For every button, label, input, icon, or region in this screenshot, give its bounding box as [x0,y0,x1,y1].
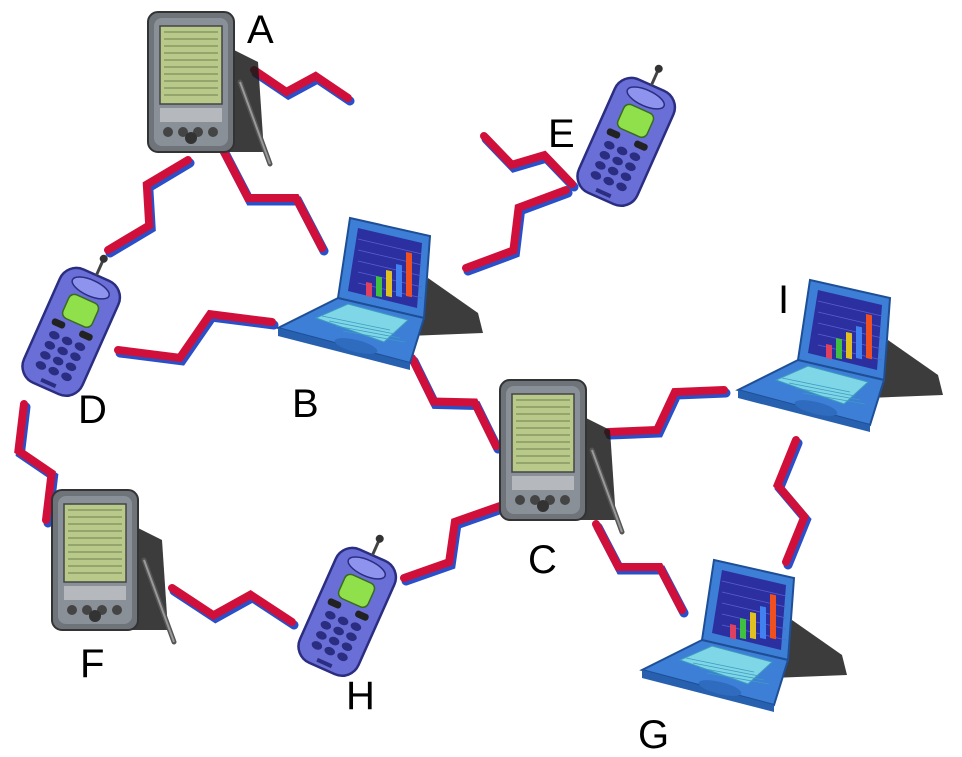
device-phone-e [576,64,677,207]
label-node-g: G [638,713,670,757]
device-laptop-i [735,278,943,432]
link-stub-1 [250,66,355,106]
link-a-d [104,156,195,258]
link-f-h [168,584,299,630]
label-node-h: H [346,674,375,718]
link-a-b [218,144,329,256]
label-node-i: I [778,278,790,322]
label-node-a: A [247,8,274,52]
label-node-b: B [292,382,319,426]
link-b-c [408,354,503,454]
link-d-f [14,400,59,528]
label-node-d: D [78,388,107,432]
device-phone-d [21,254,122,397]
label-node-f: F [80,642,105,686]
device-laptop-g [639,558,847,712]
device-pda-f [51,489,177,645]
label-node-c: C [528,538,557,582]
link-b-d [114,309,279,366]
link-c-g [592,520,689,618]
device-phone-h [297,534,398,677]
device-pda-c [499,379,625,535]
device-laptop-b [275,216,483,370]
label-node-e: E [548,112,575,156]
link-g-i [772,436,812,570]
link-h-c [400,502,507,586]
link-stub-2 [480,132,579,192]
link-c-i [604,386,731,440]
device-pda-a [147,11,273,167]
link-b-e [462,186,573,276]
